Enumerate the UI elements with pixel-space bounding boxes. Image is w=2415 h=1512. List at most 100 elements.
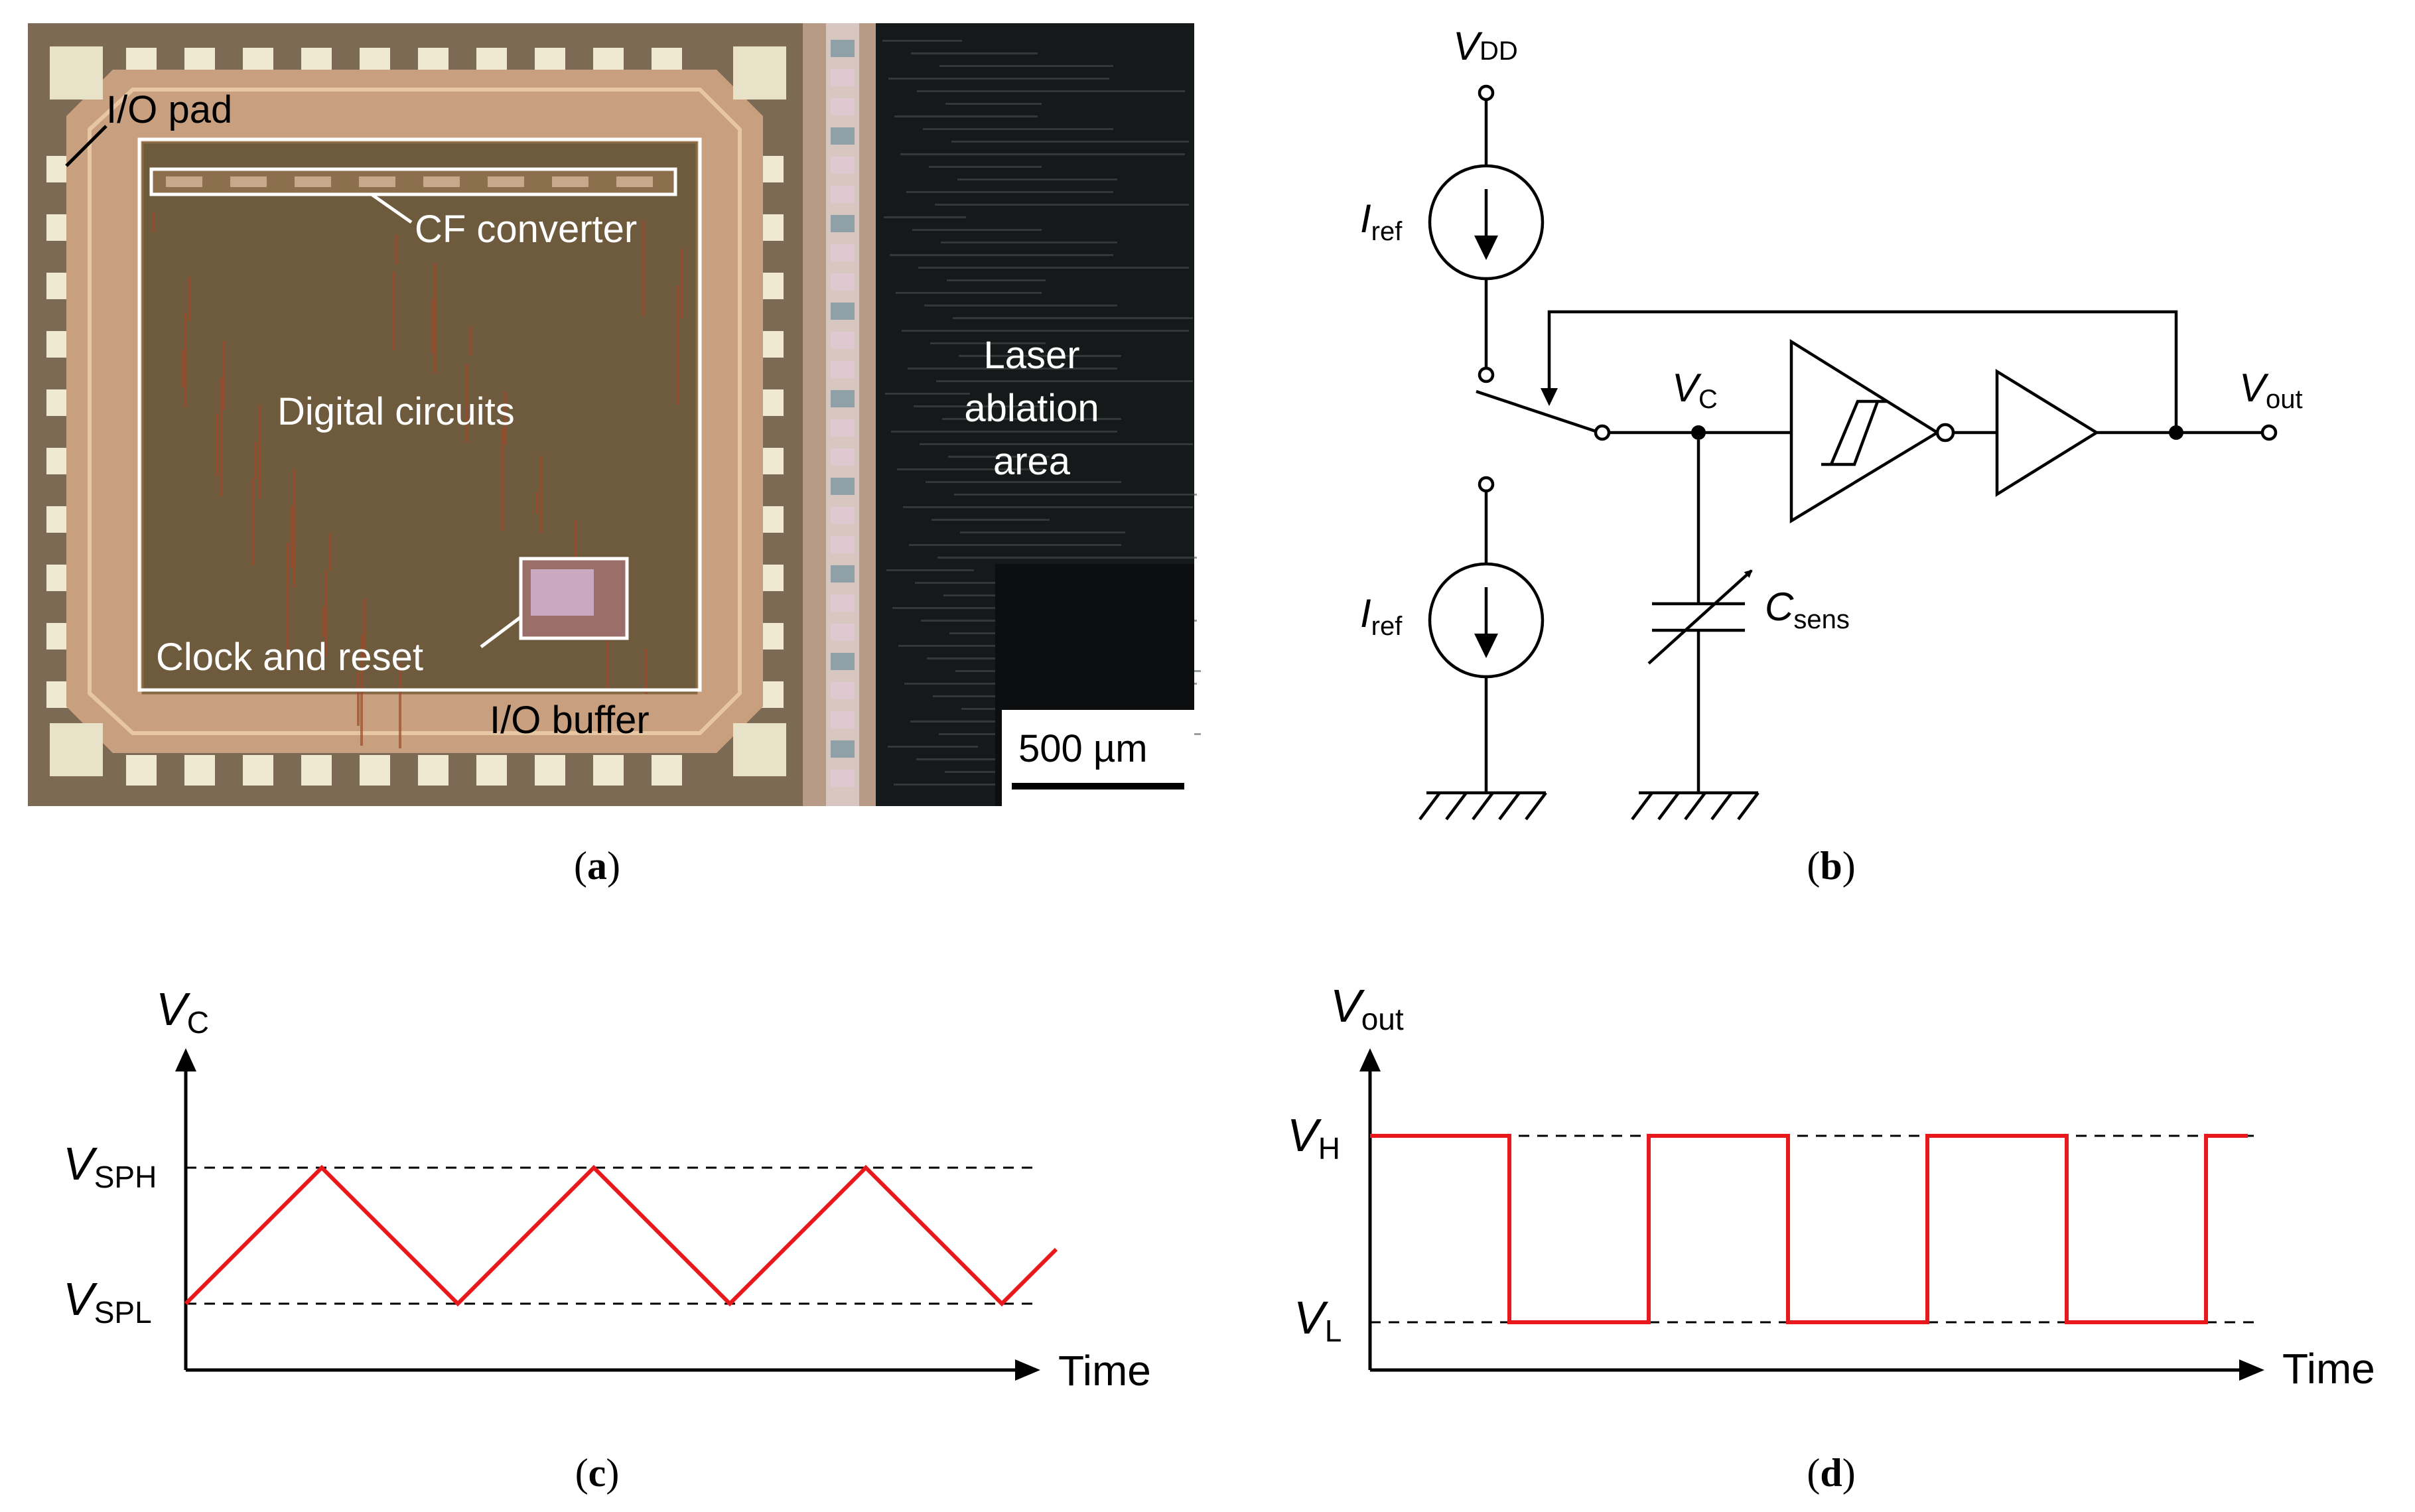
ablation-streak (951, 141, 1189, 143)
ablation-streak (906, 191, 1113, 193)
core-trace (642, 221, 644, 316)
strip-cell (831, 478, 855, 495)
ablation-streak (957, 178, 1117, 180)
core-trace (188, 277, 190, 321)
cf-converter-box (149, 167, 677, 196)
core-trace (606, 621, 609, 691)
vdd-node (1478, 84, 1495, 102)
core-trace (322, 607, 324, 637)
strip-cell (831, 565, 855, 583)
ablation-streak (929, 166, 1042, 168)
strip-cell (831, 770, 855, 787)
core-trace (153, 212, 155, 232)
strip-cell (831, 594, 855, 612)
label-csens: Csens (1765, 584, 1850, 634)
ablation-streak (917, 90, 1185, 92)
y-axis-arrow-icon (1359, 1048, 1381, 1071)
x-axis-arrow-icon (2239, 1359, 2264, 1381)
cf-block (488, 176, 524, 187)
core-trace (287, 543, 289, 654)
core-trace (251, 478, 254, 565)
ablation-streak (942, 418, 1121, 420)
ablation-streak (891, 431, 1117, 433)
ablation-streak (918, 267, 1189, 269)
core-trace (325, 571, 328, 657)
label-vc-axis: VC (156, 983, 209, 1040)
label-io-buffer: I/O buffer (490, 699, 650, 742)
label-clock-reset: Clock and reset (156, 636, 423, 679)
io-pad (126, 755, 157, 786)
strip-cell (831, 740, 855, 758)
label-vout: Vout (2239, 366, 2303, 414)
label-vout-axis: Vout (1330, 980, 1404, 1036)
ablation-streak (933, 695, 1054, 697)
cf-block (423, 176, 460, 187)
strip-cell (831, 127, 855, 145)
vc-triangle-wave (184, 1164, 1058, 1307)
core-trace (364, 598, 366, 659)
strip-cell (831, 624, 855, 641)
ablation-streak (911, 52, 1038, 54)
core-trace (181, 350, 184, 387)
io-pad (593, 755, 624, 786)
vout-node (2260, 424, 2278, 441)
arrow-down-icon (1474, 634, 1498, 658)
ablation-streak (930, 342, 1046, 344)
strip-cell (831, 40, 855, 57)
caption-c: (c) (575, 1451, 620, 1495)
core-trace (223, 341, 226, 410)
io-pad (652, 755, 682, 786)
core-outline (137, 137, 702, 692)
strip-cell (831, 332, 855, 349)
core-trace (392, 271, 395, 350)
label-time-c: Time (1058, 1347, 1151, 1395)
core-trace (536, 492, 539, 514)
strip-cell (831, 273, 855, 291)
vc-node (1691, 425, 1706, 440)
cf-block (166, 176, 202, 187)
ablation-streak (915, 582, 1050, 584)
ablation-streak (900, 153, 1185, 155)
ablation-streak (939, 65, 1113, 67)
core-trace (216, 414, 219, 476)
panel-b: VDD Iref VC Vout Ir (1360, 24, 2303, 888)
ablation-streak (941, 241, 1117, 243)
ablation-streak (948, 456, 1050, 458)
ablation-streak (888, 746, 978, 748)
ablation-streak (902, 330, 1189, 332)
ablation-streak (912, 229, 1042, 231)
ablation-streak (897, 468, 1046, 470)
core-trace (504, 391, 507, 445)
io-pad (184, 755, 215, 786)
strip-cell (831, 361, 855, 378)
ablation-streak (885, 393, 970, 395)
hysteresis-icon (1821, 399, 1888, 466)
label-digital-circuits: Digital circuits (277, 390, 515, 433)
scale-bar-label: 500 µm (1018, 727, 1148, 770)
panel-c: VC Time VSPH VSPL (c) (63, 983, 1151, 1495)
io-pad (476, 755, 507, 786)
core-trace (293, 470, 296, 588)
ablation-streak (914, 405, 1046, 407)
ablation-streak (932, 519, 1050, 521)
core-trace (184, 313, 187, 407)
cf-block (230, 176, 267, 187)
ablation-streak (908, 368, 1117, 370)
strip-cell (831, 448, 855, 466)
label-iref-top: Iref (1360, 196, 1403, 246)
ablation-streak (886, 569, 974, 571)
core-trace (431, 299, 433, 353)
strip-cell (831, 711, 855, 728)
cf-block (616, 176, 653, 187)
label-vspl: VSPL (63, 1273, 152, 1330)
vout-square-wave (1370, 1134, 2248, 1324)
ablation-streak (959, 355, 1121, 357)
ablation-streak (926, 481, 1121, 483)
ablation-streak (954, 494, 1197, 496)
caption-d: (d) (1807, 1451, 1855, 1495)
core-trace (290, 506, 293, 568)
core-trace (328, 534, 331, 571)
core-trace (469, 327, 472, 356)
caption-b: (b) (1807, 844, 1855, 888)
ablation-streak (945, 103, 1042, 105)
